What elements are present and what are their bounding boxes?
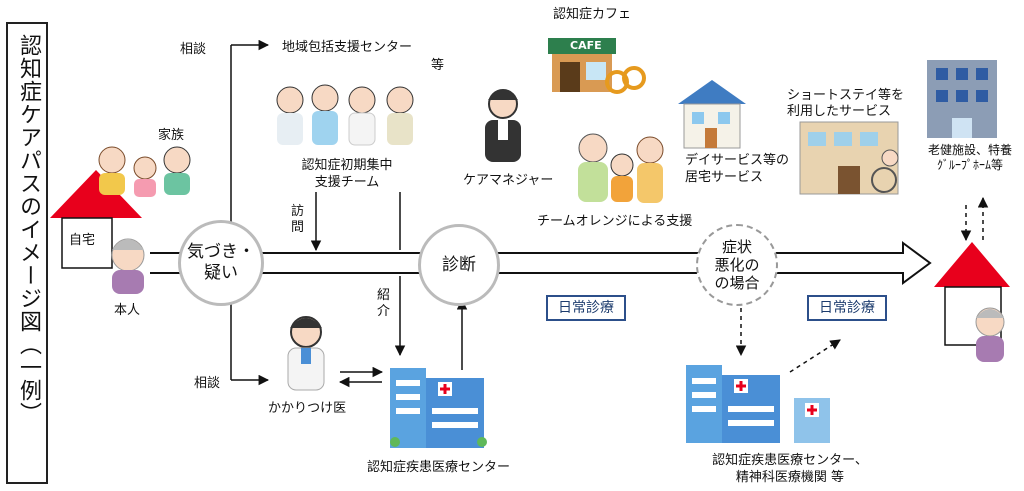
- referral-label: 紹介: [377, 288, 391, 319]
- daily-care-box-1: 日常診療: [546, 295, 626, 321]
- dementia-center-label: 認知症疾患医療センター: [367, 460, 511, 475]
- day-service-label: デイサービス等の 居宅サービス: [685, 153, 790, 185]
- diagram-title: 認知症ケアパスのイメージ図（一例）: [16, 34, 41, 425]
- daily-care-box-2: 日常診療: [807, 295, 887, 321]
- care-manager-label: ケアマネジャー: [463, 173, 554, 188]
- regional-center-label: 地域包括支援センター: [282, 40, 413, 55]
- team-orange-label: チームオレンジによる支援: [537, 214, 693, 229]
- person-label: 本人: [114, 303, 141, 318]
- dementia-cafe-label: 認知症カフェ: [553, 7, 632, 22]
- consult-bottom-label: 相談: [194, 376, 221, 391]
- cafe-sign: CAFE: [570, 39, 602, 52]
- family-doctor-label: かかりつけ医: [268, 401, 347, 416]
- short-stay-label: ショートステイ等を 利用したサービス: [787, 88, 905, 119]
- early-team-label: 認知症初期集中 支援チーム: [301, 158, 393, 190]
- home-label: 自宅: [69, 233, 96, 248]
- worsening-node: 症状 悪化の の場合: [696, 224, 778, 306]
- notice-node: 気づき・ 疑い: [178, 220, 264, 306]
- family-label: 家族: [158, 128, 185, 143]
- facility-label: 老健施設、特養 ｸﾞﾙｰﾌﾟﾎｰﾑ等: [927, 143, 1012, 172]
- dementia-center-2-label: 認知症疾患医療センター、 精神科医療機関 等: [712, 453, 868, 485]
- regional-center-etc: 等: [431, 58, 445, 73]
- title-box: 認知症ケアパスのイメージ図（一例）: [6, 22, 48, 484]
- visit-label: 訪問: [291, 204, 305, 235]
- consult-top-label: 相談: [180, 42, 207, 57]
- diagnosis-node: 診断: [418, 224, 500, 306]
